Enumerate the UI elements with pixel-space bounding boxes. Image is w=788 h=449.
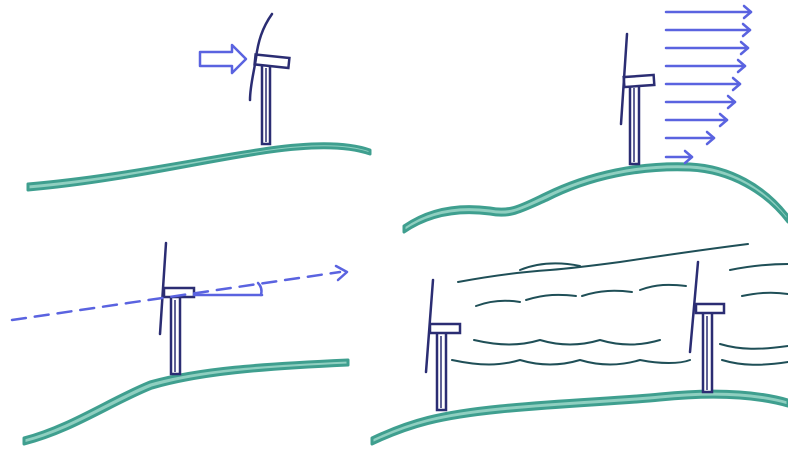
nacelle-1 — [253, 53, 291, 70]
wake-line-4 — [525, 293, 577, 301]
inclined-wind-arrowhead — [334, 264, 349, 282]
wake-line-9 — [473, 338, 661, 346]
nacelle-4a — [428, 322, 462, 335]
blade-2 — [619, 32, 629, 126]
panel-1-turbine-wind-load — [26, 12, 372, 192]
wake-line-10 — [451, 358, 691, 366]
shear-arrow-4 — [664, 58, 747, 74]
hill-3 — [22, 358, 350, 446]
shear-arrow-5 — [664, 76, 742, 92]
inclined-wind-line — [10, 270, 342, 322]
nacelle-2 — [622, 73, 656, 89]
wind-arrow-icon — [198, 43, 248, 75]
blade-4b — [688, 260, 700, 354]
wake-line-8 — [741, 291, 788, 297]
wake-line-1 — [457, 243, 749, 283]
hill-4 — [370, 389, 788, 446]
shear-arrow-8 — [664, 130, 716, 146]
wake-line-12 — [721, 359, 788, 366]
wake-line-11 — [719, 343, 788, 350]
panel-2-wind-shear — [402, 4, 788, 234]
wake-line-7 — [729, 263, 788, 271]
blade-3 — [158, 241, 168, 336]
wake-lines — [451, 243, 788, 366]
wake-line-5 — [581, 289, 633, 297]
blade-bent-1 — [248, 12, 274, 102]
hill-1 — [26, 142, 372, 192]
shear-arrow-3 — [664, 40, 750, 56]
wake-line-3 — [475, 299, 521, 307]
hill-2 — [402, 162, 788, 234]
shear-arrow-1 — [664, 4, 753, 20]
panel-4-wake-turbulence — [370, 243, 788, 446]
shear-arrow-9 — [664, 149, 694, 165]
shear-arrow-2 — [664, 22, 752, 38]
shear-arrow-7 — [664, 112, 729, 128]
wake-line-6 — [639, 283, 687, 291]
wake-line-2 — [519, 262, 581, 271]
blade-4a — [424, 278, 435, 374]
wind-shear-arrows — [664, 4, 753, 165]
inclination-angle-arc — [256, 281, 263, 297]
panel-3-inclined-flow — [10, 241, 350, 446]
shear-arrow-6 — [664, 94, 737, 110]
nacelle-4b — [694, 302, 726, 315]
